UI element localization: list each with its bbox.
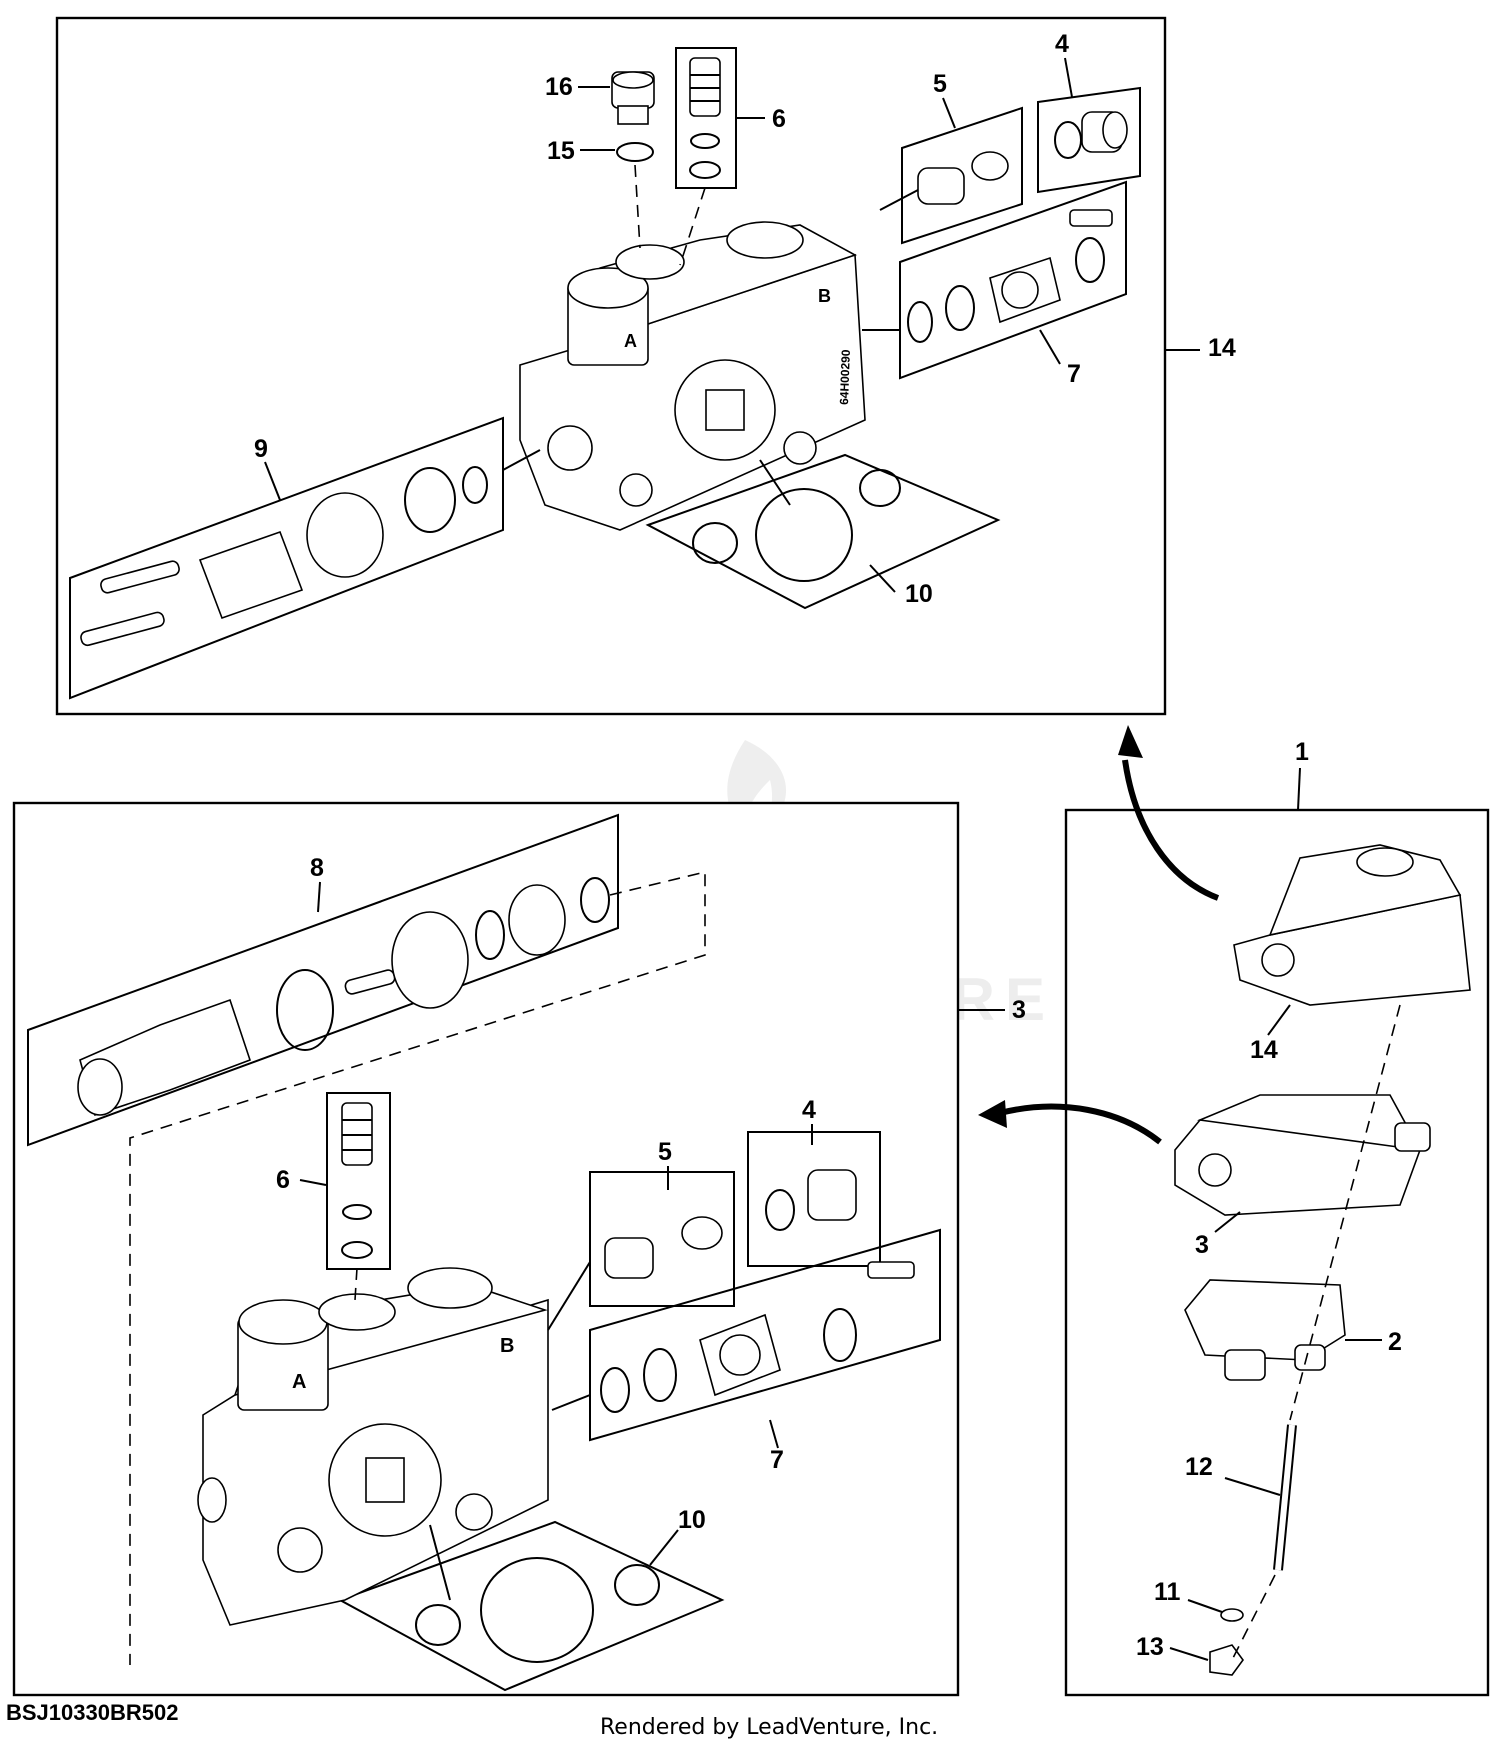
callout-3-assembly: 3	[1195, 1231, 1209, 1259]
callout-9: 9	[254, 435, 268, 463]
bottom-exploded-frame	[12, 801, 960, 1697]
leader-11	[1187, 1599, 1223, 1613]
flange-7-box-bottom	[589, 1228, 941, 1442]
callout-3-bottom: 3	[1012, 996, 1026, 1024]
assembled-section-14-icon	[1233, 844, 1471, 1006]
port-a-marking-bottom: A	[292, 1371, 306, 1393]
stud-12-fill	[1275, 1424, 1295, 1571]
check-valve-6-box	[675, 47, 737, 189]
valve-section-14-icon: A B 64H00290	[519, 221, 866, 531]
spool-5-icon-bottom	[604, 1216, 723, 1279]
callout-2: 2	[1388, 1328, 1402, 1356]
leader-13	[1169, 1647, 1209, 1661]
callout-14-assembly: 14	[1250, 1036, 1278, 1064]
leader-6-bottom-dashed	[354, 1267, 358, 1301]
flange-7-icon-bottom	[600, 1261, 915, 1413]
callout-10-bottom: 10	[678, 1506, 706, 1534]
check-valve-6-icon-bottom	[341, 1102, 373, 1259]
leader-4	[1064, 57, 1073, 98]
flange-7-box	[899, 180, 1127, 380]
flange-7-icon	[907, 209, 1113, 343]
arrow-head-bottom-icon	[978, 1100, 1007, 1128]
callout-10-top: 10	[905, 580, 933, 608]
plug-4-icon-bottom	[765, 1169, 857, 1231]
plug-4-box	[1037, 86, 1141, 194]
leader-15	[634, 164, 641, 249]
callout-6-bottom: 6	[276, 1166, 290, 1194]
port-b-marking: B	[818, 286, 831, 306]
callout-5: 5	[933, 70, 947, 98]
actuator-9-icon	[80, 466, 488, 647]
assembly-axis-dashed	[1289, 1004, 1401, 1421]
leader-8	[317, 881, 321, 913]
leader-10-line	[759, 459, 791, 506]
spool-5-box-bottom	[589, 1171, 735, 1307]
callout-8: 8	[310, 854, 324, 882]
plug-16-icon	[611, 71, 655, 125]
arrow-to-top-frame	[1122, 759, 1220, 901]
leader-7-bottom	[551, 1394, 591, 1411]
leader-10-bottom-link	[429, 1524, 451, 1601]
valve-section-3-icon: A B	[197, 1267, 549, 1626]
callout-7-bottom: 7	[770, 1446, 784, 1474]
port-a-marking: A	[624, 331, 637, 351]
seals-10-box-bottom	[337, 1520, 725, 1692]
callout-14-top: 14	[1208, 334, 1236, 362]
washer-11-icon	[1220, 1608, 1244, 1622]
leader-8-dashed	[129, 870, 706, 1665]
plug-4-icon	[1054, 111, 1128, 159]
end-cover-2-icon	[1184, 1279, 1346, 1381]
callout-12: 12	[1185, 1453, 1213, 1481]
serial-marking: 64H00290	[837, 349, 853, 405]
spool-5-icon	[917, 151, 1009, 205]
callout-4: 4	[1055, 30, 1069, 58]
leader-1	[1297, 767, 1301, 811]
actuator-9-box	[69, 416, 504, 700]
figure-id: BSJ10330BR502	[6, 1700, 179, 1725]
leader-7-bottom-callout	[769, 1419, 779, 1449]
callout-7-top: 7	[1067, 360, 1081, 388]
seals-10-icon-bottom	[415, 1557, 660, 1663]
arrow-to-bottom-frame	[999, 1103, 1162, 1145]
leader-3-assembly	[1214, 1211, 1241, 1233]
check-valve-6-box-bottom	[326, 1092, 391, 1270]
leader-10-top	[869, 564, 896, 593]
actuator-8-icon	[77, 877, 610, 1117]
leader-5-bottom	[547, 1261, 591, 1331]
callout-16: 16	[545, 73, 573, 101]
leader-6	[679, 187, 706, 266]
leader-5-line	[879, 189, 919, 211]
callout-1: 1	[1295, 738, 1309, 766]
leader-5	[942, 97, 956, 129]
check-valve-6-icon	[689, 57, 721, 179]
seals-10-icon	[692, 469, 901, 582]
spool-5-box	[901, 106, 1023, 245]
leader-12	[1224, 1477, 1281, 1496]
callout-15: 15	[547, 137, 575, 165]
arrow-head-top-icon	[1118, 725, 1143, 758]
leader-14-assembly	[1267, 1004, 1291, 1036]
callout-13: 13	[1136, 1633, 1164, 1661]
rendered-by-credit: Rendered by LeadVenture, Inc.	[600, 1715, 939, 1740]
leader-6-bottom	[299, 1179, 327, 1186]
callout-11: 11	[1154, 1578, 1181, 1606]
callout-5-bottom: 5	[658, 1138, 672, 1166]
nut-13-icon	[1209, 1644, 1244, 1676]
callout-6: 6	[772, 105, 786, 133]
seals-10-box	[645, 453, 1001, 610]
leader-9-line	[502, 449, 541, 471]
oring-15-icon	[616, 142, 654, 162]
callout-4-bottom: 4	[802, 1096, 816, 1124]
leader-10-bottom	[649, 1529, 679, 1566]
leader-7-top	[1039, 329, 1061, 365]
leader-9	[264, 461, 281, 501]
actuator-8-box	[27, 813, 619, 1147]
assembled-section-3-icon	[1174, 1094, 1431, 1216]
assembly-axis-dashed-lower	[1231, 1574, 1276, 1661]
port-b-marking-bottom: B	[500, 1335, 514, 1357]
